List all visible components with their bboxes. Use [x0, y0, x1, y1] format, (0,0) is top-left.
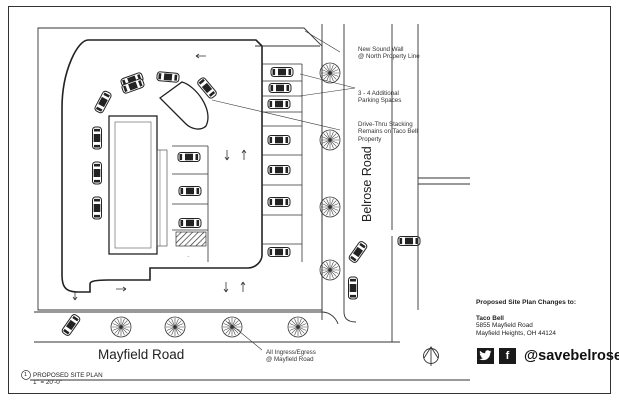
drawing-number: 1	[24, 372, 28, 378]
drawing-name: PROPOSED SITE PLAN	[33, 372, 103, 379]
tree-7	[221, 316, 243, 338]
building-stalls	[172, 145, 209, 262]
queue-car-3	[93, 89, 113, 115]
car-belrose-2	[348, 276, 358, 300]
title-block-heading: Proposed Site Plan Changes to:	[476, 299, 577, 306]
queue-car-1	[156, 71, 180, 83]
tree-4	[319, 259, 341, 281]
accessible-hatch	[175, 231, 207, 247]
sheet-border	[8, 6, 611, 394]
road-lines	[30, 24, 470, 381]
leader-lines	[211, 30, 356, 351]
road-label-belrose: Belrose Road	[360, 146, 374, 222]
east-stalls	[262, 63, 303, 262]
drawing-number-circle	[21, 370, 31, 380]
car-stall-4	[267, 135, 291, 145]
car-bldg-2	[178, 186, 202, 196]
callout-drive-thru: Drive-Thru Stacking Remains on Taco Bell…	[358, 121, 418, 143]
car-stall-6	[267, 197, 291, 207]
svg-text:→: →	[186, 253, 190, 258]
tree-2	[319, 129, 341, 151]
title-block-address: Taco Bell 5855 Mayfield Road Mayfield He…	[476, 315, 556, 337]
car-stall-1	[270, 67, 294, 77]
car-stall-2	[268, 83, 292, 93]
drawing-scale: 1" = 20'-0"	[33, 379, 62, 387]
city-address: Mayfield Heights, OH 44124	[476, 329, 556, 337]
social-handle[interactable]: @savebelrose	[524, 348, 619, 364]
twitter-icon[interactable]	[477, 348, 494, 364]
tree-8	[287, 316, 309, 338]
callout-ingress: All Ingress/Egress @ Mayfield Road	[266, 349, 316, 364]
car-stall-7	[267, 247, 291, 257]
car-east	[397, 236, 421, 246]
car-mayfield	[60, 312, 82, 338]
callout-sound-wall: New Sound Wall @ North Property Line	[358, 46, 420, 61]
car-belrose-1	[347, 239, 369, 265]
drive-thru-island	[159, 81, 209, 130]
street-address: 5855 Mayfield Road	[476, 322, 533, 330]
business-name: Taco Bell	[476, 315, 504, 322]
road-label-mayfield: Mayfield Road	[98, 347, 185, 362]
tree-3	[319, 196, 341, 218]
car-bldg-1	[177, 152, 201, 162]
building	[108, 115, 158, 255]
drawing-title: 1 PROPOSED SITE PLAN 1" = 20'-0"	[24, 372, 103, 387]
queue-car-4	[92, 126, 102, 150]
traffic-arrows	[72, 53, 247, 301]
queue-car-6	[92, 196, 102, 220]
facebook-icon[interactable]: f	[499, 348, 516, 364]
car-bldg-3	[178, 218, 202, 228]
queue-car-5	[92, 161, 102, 185]
tree-5	[110, 316, 132, 338]
tree-6	[164, 316, 186, 338]
car-stall-5	[267, 165, 291, 175]
callout-parking: 3 - 4 Additional Parking Spaces	[358, 90, 402, 105]
car-stall-3	[267, 99, 291, 109]
north-arrow	[423, 346, 439, 366]
curb-outline	[61, 39, 263, 293]
